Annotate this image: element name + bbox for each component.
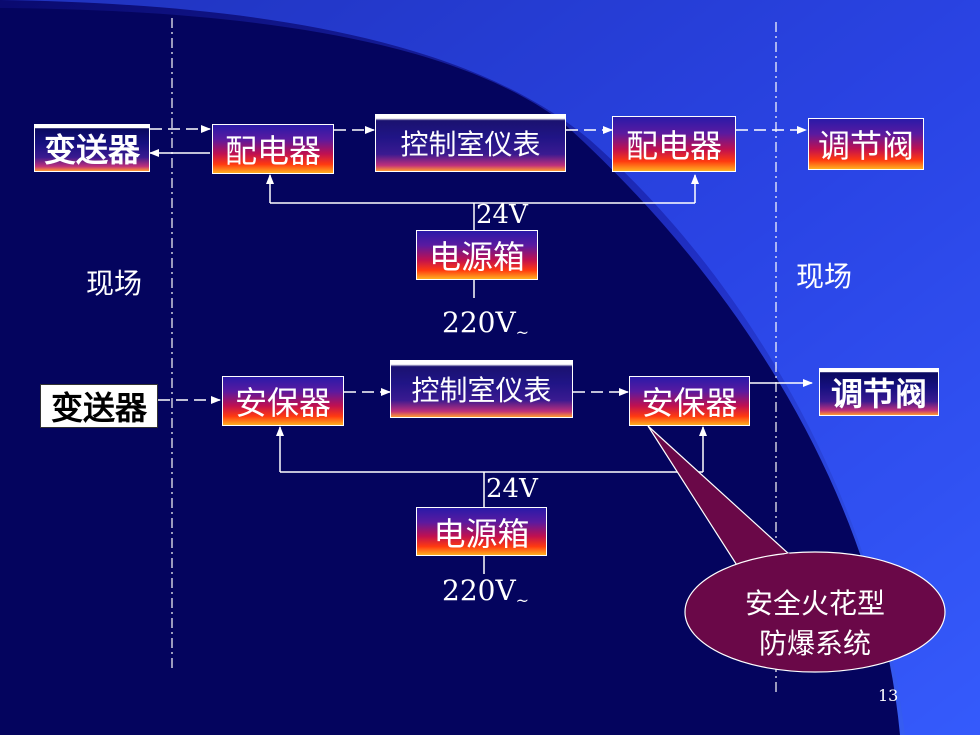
loop2-barrier-right-box: 安保器 <box>629 376 750 426</box>
loop2-ac-symbol: ~ <box>515 591 530 610</box>
callout-line-1: 安全火花型 <box>744 587 885 620</box>
field-label-left: 现场 <box>86 267 143 300</box>
loop1-ac-symbol: ~ <box>515 323 530 342</box>
loop1-ac-voltage-value: 220V <box>442 306 516 339</box>
field-label-right: 现场 <box>796 260 853 293</box>
loop1-transmitter-box: 变送器 <box>34 124 150 172</box>
loop2-control-meter-box: 控制室仪表 <box>390 360 573 418</box>
loop1-power-box: 电源箱 <box>416 230 538 280</box>
loop1-ac-voltage: 220V~ <box>442 306 530 342</box>
loop2-dc-voltage: 24V <box>486 474 538 504</box>
callout-text: 安全火花型 防爆系统 <box>700 584 930 664</box>
loop2-ac-voltage: 220V~ <box>442 574 530 610</box>
callout-line-2: 防爆系统 <box>758 627 871 660</box>
loop1-distributor-left-box: 配电器 <box>212 124 334 174</box>
loop1-distributor-right-box: 配电器 <box>612 116 736 172</box>
loop2-ac-voltage-value: 220V <box>442 574 516 607</box>
page-number: 13 <box>878 686 899 705</box>
loop1-dc-voltage: 24V <box>476 200 528 230</box>
callout-bubble <box>647 425 946 673</box>
loop1-valve-box: 调节阀 <box>808 118 924 170</box>
loop2-barrier-left-box: 安保器 <box>222 376 344 426</box>
loop1-control-meter-box: 控制室仪表 <box>375 114 566 172</box>
loop2-transmitter-box: 变送器 <box>40 384 158 428</box>
loop2-valve-box: 调节阀 <box>819 368 939 416</box>
loop2-power-box: 电源箱 <box>416 507 547 556</box>
